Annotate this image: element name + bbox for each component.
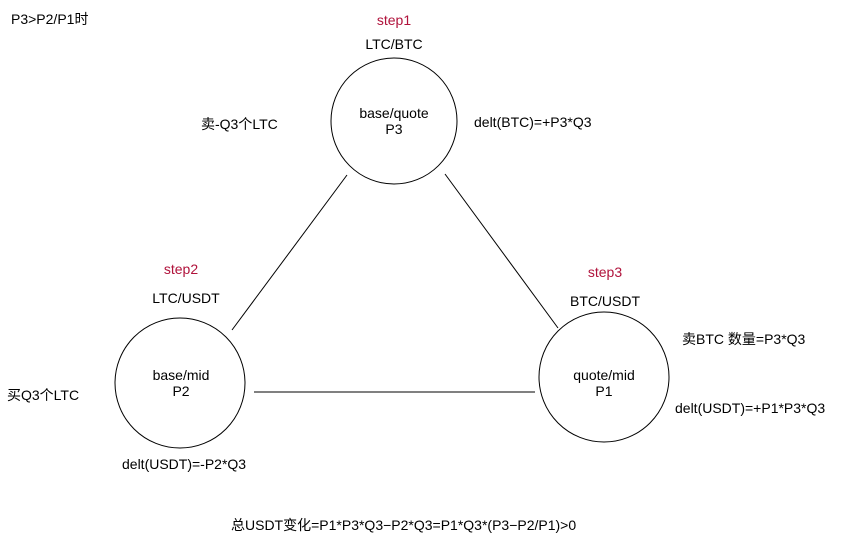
delt-usdt-minus-note: delt(USDT)=-P2*Q3 — [122, 456, 247, 472]
node-top-label: base/quote P3 — [359, 105, 428, 137]
edge-top-right — [444, 173, 559, 329]
step3-label: step3 — [587, 264, 623, 280]
delt-btc-note: delt(BTC)=+P3*Q3 — [474, 114, 592, 130]
pair-ltc-usdt-label: LTC/USDT — [152, 290, 220, 306]
node-left-price: P2 — [172, 383, 190, 399]
node-right-role: quote/mid — [573, 367, 635, 383]
step2-label: step2 — [163, 261, 199, 277]
sell-btc-note: 卖BTC 数量=P3*Q3 — [682, 331, 806, 347]
pair-btc-usdt-label: BTC/USDT — [570, 293, 640, 309]
node-right-price: P1 — [595, 383, 613, 399]
delt-usdt-plus-note: delt(USDT)=+P1*P3*Q3 — [675, 400, 826, 416]
node-right-circle — [538, 311, 670, 443]
edge-top-left — [231, 174, 348, 331]
summary-formula: 总USDT变化=P1*P3*Q3−P2*Q3=P1*Q3*(P3−P2/P1)>… — [231, 517, 577, 533]
buy-ltc-note: 买Q3个LTC — [7, 387, 80, 403]
node-top-price: P3 — [385, 121, 403, 137]
pair-ltc-btc-label: LTC/BTC — [365, 36, 423, 52]
sell-ltc-note: 卖-Q3个LTC — [201, 116, 278, 132]
node-left-role: base/mid — [152, 367, 210, 383]
condition-label: P3>P2/P1时 — [11, 11, 89, 27]
node-right-label: quote/mid P1 — [573, 367, 634, 399]
node-left-label: base/mid P2 — [153, 367, 210, 399]
node-top-role: base/quote — [359, 105, 429, 121]
node-left-circle — [114, 317, 246, 449]
node-top-circle — [330, 57, 458, 185]
step1-label: step1 — [376, 12, 412, 28]
